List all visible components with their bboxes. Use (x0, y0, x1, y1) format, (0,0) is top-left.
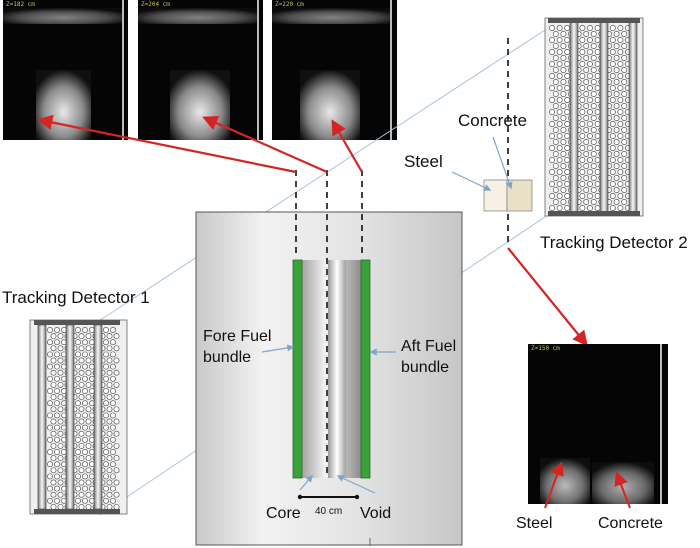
image-2-tag: Z=204 cm (141, 1, 170, 8)
muon-image-3: Z=220 cm (272, 0, 397, 140)
projection-dashes (295, 38, 509, 478)
aft-bundle-label: bundle (401, 359, 449, 376)
muon-image-2: Z=204 cm (138, 0, 263, 140)
scale-bar: 40 cm (297, 494, 360, 517)
concrete-top-label: Concrete (458, 111, 527, 130)
aft-fuel-label: Aft Fuel (401, 338, 456, 355)
image-4-tag: Z=150 cm (531, 345, 560, 352)
blue-pointers (261, 136, 513, 494)
image-3-tag: Z=220 cm (275, 1, 304, 8)
scale-label: 40 cm (315, 506, 342, 517)
fore-fuel-bundle (292, 259, 303, 479)
tracking-detector-2-label: Tracking Detector 2 (540, 233, 688, 252)
aft-fuel-bundle (360, 259, 371, 479)
steel-bottom-label: Steel (516, 515, 552, 532)
tracking-detector-1 (29, 319, 128, 515)
void-region (328, 260, 346, 478)
tracking-detector-1-label: Tracking Detector 1 (2, 288, 150, 307)
fore-fuel-label: Fore Fuel (203, 328, 271, 345)
steel-top-label: Steel (404, 152, 443, 171)
tracking-detector-2 (544, 17, 644, 217)
fuel-assembly (292, 259, 371, 479)
concrete-bottom-label: Concrete (598, 515, 663, 532)
image-1-tag: Z=182 cm (6, 1, 35, 8)
steel-concrete-block (483, 179, 533, 212)
void-label: Void (360, 505, 391, 522)
muon-image-4: Z=150 cm (528, 344, 668, 504)
muon-image-1: Z=182 cm (3, 0, 128, 140)
fore-bundle-label: bundle (203, 349, 251, 366)
core-label: Core (266, 505, 301, 522)
red-arrows-bottom (544, 461, 631, 509)
red-arrows-top (36, 114, 588, 347)
detector-2-tubes (549, 25, 635, 211)
